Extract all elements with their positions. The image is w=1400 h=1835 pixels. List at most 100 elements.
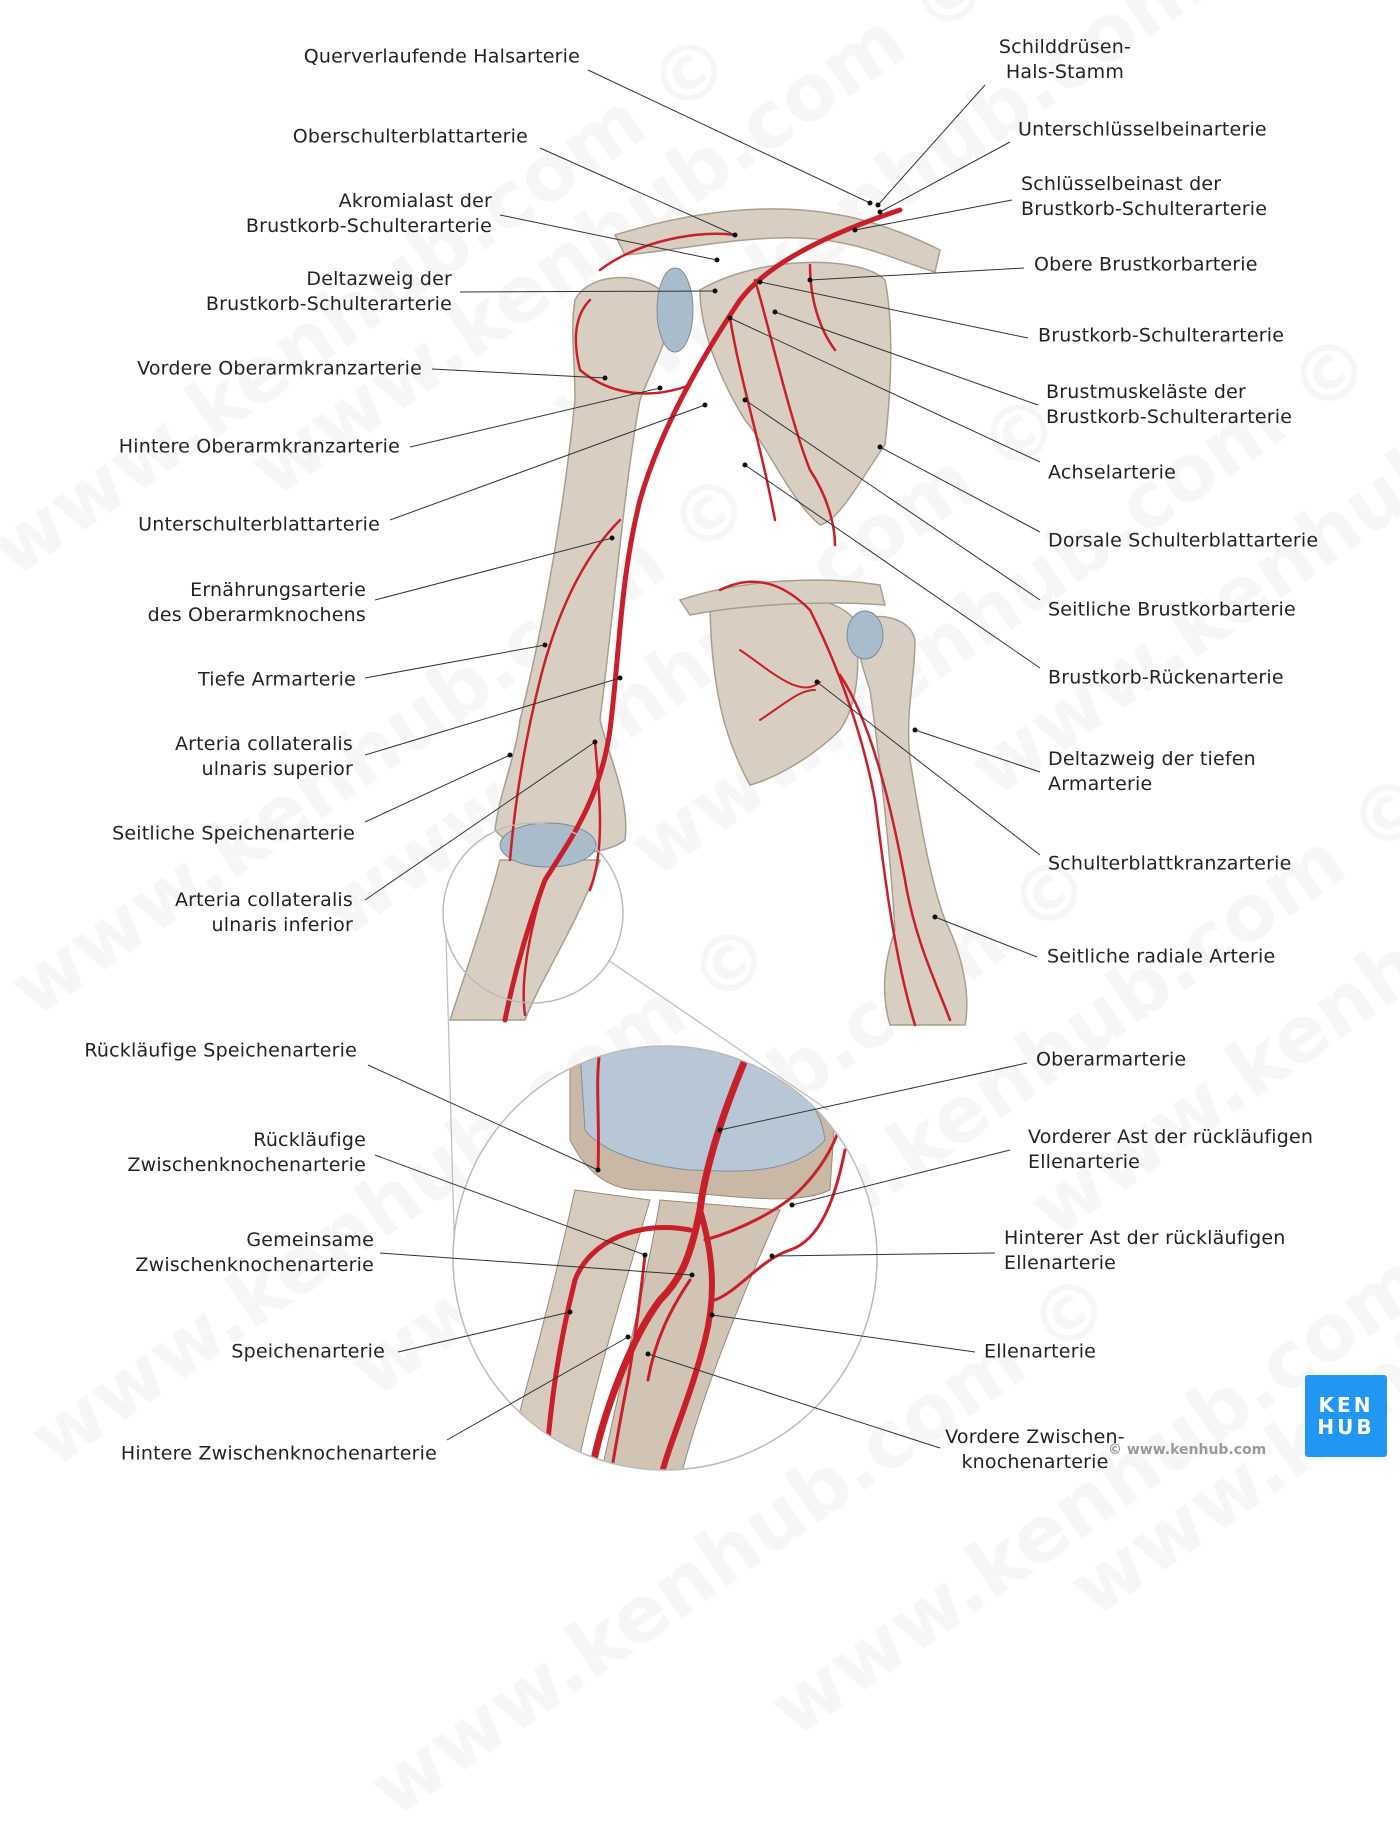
label-line: Brustkorb-Schulterarterie [205, 293, 452, 315]
label-labels_right-16: Ellenarterie [984, 1340, 1096, 1365]
label-line: ulnaris superior [201, 758, 353, 780]
leader-line [539, 147, 736, 236]
leader-dot [507, 752, 513, 758]
leader-line [587, 69, 871, 204]
zoom-connector [607, 959, 829, 1111]
label-line: Speichenarterie [231, 1340, 385, 1363]
label-line: Obere Brustkorbarterie [1034, 253, 1258, 276]
label-labels_left-4: Vordere Oberarmkranzarterie [137, 357, 422, 382]
label-line: Vordere Zwischen- [945, 1426, 1125, 1448]
arteries [502, 207, 952, 1027]
label-labels_left-6: Unterschulterblattarterie [138, 513, 380, 538]
anatomy-illustration [364, 69, 1041, 1471]
label-line: Brustkorb-Schulterarterie [245, 215, 492, 237]
label-labels_right-17: Vordere Zwischen-knochenarterie [945, 1425, 1125, 1475]
leader-line [409, 387, 661, 448]
posterior-glenoid-cartilage [846, 610, 884, 660]
label-labels_left-8: Tiefe Armarterie [198, 668, 356, 693]
label-line: des Oberarmknochens [147, 604, 366, 626]
leader-dot [645, 1351, 651, 1357]
label-line: Brustkorb-Rückenarterie [1048, 666, 1284, 689]
leader-line [459, 290, 716, 293]
scapula [699, 261, 892, 526]
artery-branch [739, 649, 821, 721]
label-line: Seitliche Speichenarterie [112, 822, 355, 845]
leader-line [877, 84, 986, 206]
label-line: Brustkorb-Schulterarterie [1021, 198, 1268, 220]
label-line: Brustkorb-Schulterarterie [1038, 324, 1285, 347]
leader-line [744, 399, 1041, 601]
leader-lines [364, 69, 1041, 1449]
label-line: Hinterer Ast der rückläufigen [1004, 1227, 1286, 1249]
artery-branch [718, 580, 917, 1027]
artery-branch [508, 518, 622, 862]
label-line: Ellenarterie [1004, 1252, 1117, 1274]
label-line: Seitliche radiale Arterie [1047, 945, 1276, 968]
label-line: Vorderer Ast der rückläufigen [1028, 1126, 1314, 1148]
logo-line-1: KEN [1318, 1393, 1374, 1417]
leader-line [771, 1252, 996, 1257]
artery-branch [588, 740, 602, 892]
leader-dot [689, 1272, 695, 1278]
leader-line [367, 1064, 599, 1171]
label-line: Arteria collateralis [174, 889, 353, 911]
leader-line [791, 1149, 1011, 1206]
bones [448, 208, 968, 1026]
leader-line [364, 741, 596, 901]
label-line: Armarterie [1048, 773, 1153, 795]
leader-dot [807, 277, 813, 283]
leader-line [364, 677, 621, 756]
leader-dot [602, 375, 608, 381]
label-line: Hintere Zwischenknochenarterie [120, 1442, 437, 1465]
label-line: Schlüsselbeinast der [1021, 173, 1222, 195]
label-line: Vordere Oberarmkranzarterie [137, 357, 422, 380]
label-line: Deltazweig der tiefen [1048, 748, 1256, 770]
label-labels_right-13: Oberarmarterie [1036, 1048, 1186, 1073]
label-line: Hals-Stamm [1005, 61, 1125, 83]
label-line: Seitliche Brustkorbarterie [1048, 598, 1296, 621]
leader-line [647, 1353, 941, 1449]
leader-dot [877, 209, 883, 215]
leader-dot [542, 642, 548, 648]
leader-line [374, 537, 613, 601]
artery-branch [808, 263, 837, 352]
label-line: knochenarterie [961, 1451, 1109, 1473]
leader-dot [757, 279, 763, 285]
leader-line [431, 368, 606, 379]
label-labels_right-2: Schlüsselbeinast der Brustkorb-Schultera… [1021, 172, 1267, 222]
kenhub-logo: KEN HUB [1305, 1375, 1387, 1457]
label-labels_left-10: Seitliche Speichenarterie [112, 822, 355, 847]
leader-dot [609, 535, 615, 541]
label-labels_right-8: Seitliche Brustkorbarterie [1048, 598, 1296, 623]
leader-line [719, 1062, 1028, 1131]
zoom-artery [657, 1207, 715, 1470]
label-line: Ellenarterie [1028, 1151, 1141, 1173]
label-line: Schilddrüsen- [998, 36, 1132, 58]
leader-dot [709, 1312, 715, 1318]
leader-dot [814, 679, 820, 685]
label-line: Unterschulterblattarterie [138, 513, 380, 536]
label-line: Oberarmarterie [1036, 1048, 1187, 1071]
label-line: Akromialast der [338, 190, 492, 212]
leader-dot [912, 727, 918, 733]
label-line: Achselarterie [1048, 461, 1176, 484]
label-line: Rückläufige [253, 1129, 366, 1151]
label-line: Querverlaufende Halsarterie [303, 45, 580, 68]
leader-dot [592, 739, 598, 745]
label-line: Dorsale Schulterblattarterie [1048, 529, 1319, 552]
leader-line [816, 681, 1041, 856]
zoom-artery [646, 1278, 692, 1382]
leader-dot [717, 1127, 723, 1133]
label-line: Rückläufige Speichenarterie [84, 1039, 357, 1062]
leader-line [389, 404, 706, 521]
leader-line [446, 1336, 629, 1441]
label-line: Unterschlüsselbeinarterie [1018, 118, 1267, 141]
